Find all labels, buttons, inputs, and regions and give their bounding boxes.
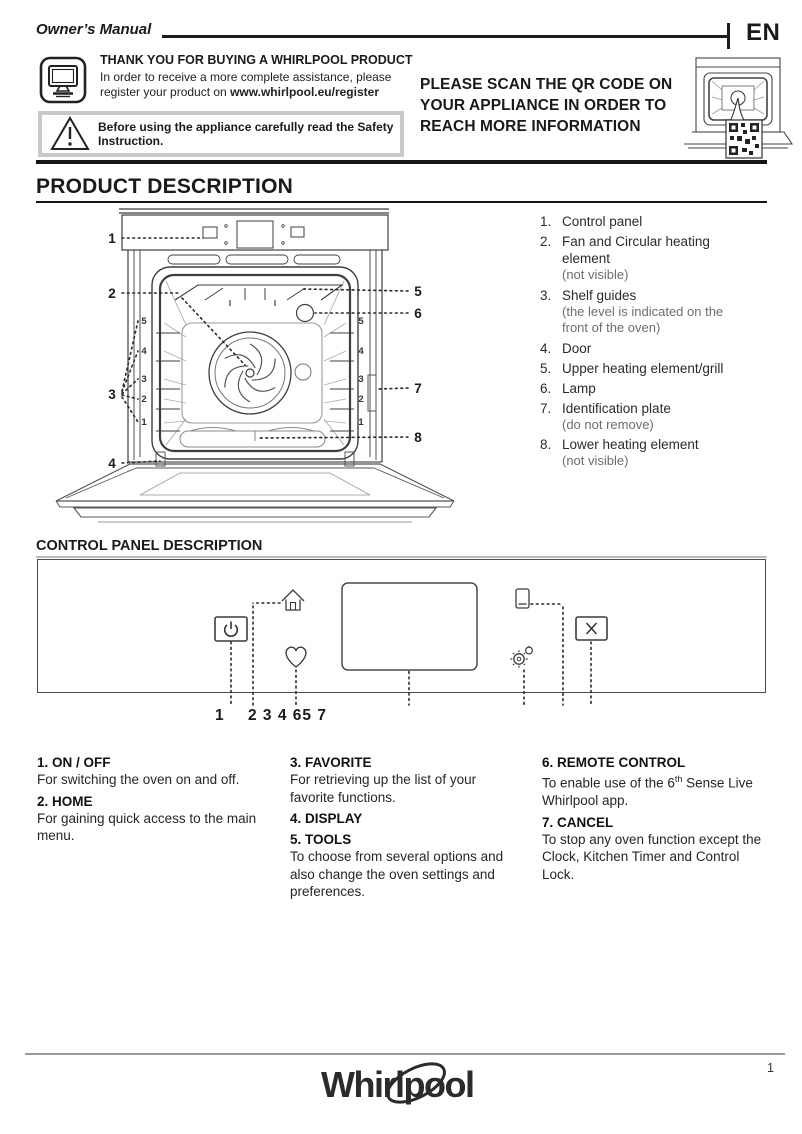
whirlpool-wordmark: Whirlpool xyxy=(321,1064,473,1105)
function-entry-home: 2. HOME For gaining quick access to the … xyxy=(37,793,257,844)
safety-warning-text: Before using the appliance carefully rea… xyxy=(98,119,394,149)
diagram-control-panel xyxy=(121,214,389,251)
cancel-x-icon xyxy=(585,622,598,635)
whirlpool-logo: Whirlpool xyxy=(321,1062,475,1105)
part-item-id-plate: 7. Identification plate (do not remove) xyxy=(540,400,671,432)
power-icon xyxy=(223,621,239,637)
functions-column-1: 1. ON / OFF For switching the oven on an… xyxy=(37,755,272,850)
svg-text:5: 5 xyxy=(141,316,147,327)
callout-4: 4 xyxy=(108,456,116,471)
diagram-grill xyxy=(174,284,344,306)
svg-text:2: 2 xyxy=(358,394,363,405)
callout-8: 8 xyxy=(414,430,422,445)
qr-notice-line3: REACH MORE INFORMATION xyxy=(420,118,641,135)
cancel-button xyxy=(575,616,608,641)
panel-leader-lines xyxy=(230,602,592,706)
oven-diagram: 5 4 3 2 1 5 4 3 2 1 1 2 3 4 5 xyxy=(55,208,455,523)
part-item-shelf-guides: 3. Shelf guides (the level is indicated … xyxy=(540,287,724,336)
svg-text:3: 3 xyxy=(358,374,363,385)
register-heading: THANK YOU FOR BUYING A WHIRLPOOL PRODUCT xyxy=(100,53,413,67)
footer-rule xyxy=(25,1053,785,1055)
callout-2: 2 xyxy=(108,286,116,301)
svg-text:3: 3 xyxy=(141,374,146,385)
control-panel-heading: CONTROL PANEL DESCRIPTION xyxy=(36,538,263,554)
panel-callouts-2-7: 2 3 4 65 7 xyxy=(248,707,327,724)
part-item-control-panel: 1. Control panel xyxy=(540,214,643,229)
qr-code xyxy=(725,119,763,159)
callout-3: 3 xyxy=(108,387,116,402)
computer-register-icon xyxy=(39,56,87,104)
diagram-lower-element xyxy=(179,427,326,448)
header-rule xyxy=(162,35,727,38)
display-rect xyxy=(341,582,478,671)
remote-phone-icon xyxy=(515,588,530,609)
part-item-door: 4. Door xyxy=(540,340,592,356)
diagram-id-plate xyxy=(367,374,377,412)
diagram-hinge-left xyxy=(155,451,166,467)
tools-gear-icon xyxy=(510,646,533,668)
whirlpool-swoosh xyxy=(386,1062,446,1104)
part-item-fan: 2. Fan and Circular heating element (not… xyxy=(540,234,710,282)
warning-triangle-icon xyxy=(50,116,90,150)
function-entry-on-off: 1. ON / OFF For switching the oven on an… xyxy=(37,755,240,787)
function-entry-display: 4. DISPLAY xyxy=(290,811,363,826)
language-badge: EN xyxy=(746,19,781,46)
control-panel-diagram xyxy=(214,582,608,706)
page-number: 1 xyxy=(767,1061,774,1075)
power-button xyxy=(214,616,248,642)
diagram-door xyxy=(55,461,455,523)
qr-notice-line1: PLEASE SCAN THE QR CODE ON xyxy=(420,76,673,93)
register-line2-text: register your product on xyxy=(100,85,231,99)
diagram-shelf-guides xyxy=(156,332,354,432)
function-entry-remote-control: 6. REMOTE CONTROL To enable use of the 6… xyxy=(542,755,753,808)
diagram-callouts: 1 2 3 4 5 6 7 8 xyxy=(108,231,422,471)
oven-qr-illustration xyxy=(684,57,794,159)
home-icon xyxy=(281,589,305,611)
callout-5: 5 xyxy=(414,284,422,299)
safety-warning-box: Before using the appliance carefully rea… xyxy=(38,111,404,157)
register-url: www.whirlpool.eu/register xyxy=(230,85,379,99)
function-entry-favorite: 3. FAVORITE For retrieving up the list o… xyxy=(290,755,477,805)
control-panel-rule xyxy=(36,556,767,558)
qr-notice-line2: YOUR APPLIANCE IN ORDER TO xyxy=(420,97,667,114)
functions-column-3: 6. REMOTE CONTROL To enable use of the 6… xyxy=(542,755,774,888)
function-entry-tools: 5. TOOLS To choose from several options … xyxy=(290,832,504,899)
header-tick xyxy=(727,23,730,49)
register-line2: register your product on www.whirlpool.e… xyxy=(100,85,379,99)
functions-column-2: 3. FAVORITE For retrieving up the list o… xyxy=(290,755,522,906)
diagram-fan xyxy=(208,331,292,415)
callout-7: 7 xyxy=(414,381,422,396)
diagram-hinge-right xyxy=(344,451,355,467)
function-entry-cancel: 7. CANCEL To stop any oven function exce… xyxy=(542,814,762,882)
svg-text:1: 1 xyxy=(141,417,147,428)
svg-text:2: 2 xyxy=(141,394,146,405)
part-item-upper-element: 5. Upper heating element/grill xyxy=(540,360,724,376)
product-description-rule xyxy=(36,201,767,203)
part-item-lower-element: 8. Lower heating element (not visible) xyxy=(540,437,699,468)
svg-text:1: 1 xyxy=(358,417,364,428)
shelf-level-numbers: 5 4 3 2 1 5 4 3 2 1 xyxy=(141,316,364,428)
favorite-heart-icon xyxy=(285,646,307,668)
callout-1: 1 xyxy=(108,231,116,246)
register-line1: In order to receive a more complete assi… xyxy=(100,70,392,84)
panel-callout-1: 1 xyxy=(215,707,224,724)
callout-6: 6 xyxy=(414,306,422,321)
section-divider xyxy=(36,160,767,164)
part-item-lamp: 6. Lamp xyxy=(540,380,596,396)
svg-text:4: 4 xyxy=(358,346,364,357)
diagram-leader-lines xyxy=(121,237,409,464)
svg-text:5: 5 xyxy=(358,316,364,327)
product-description-heading: PRODUCT DESCRIPTION xyxy=(36,175,293,198)
diagram-lamp xyxy=(295,303,315,323)
parts-list: 1. Control panel 2. Fan and Circular hea… xyxy=(540,213,772,473)
document-title: Owner’s Manual xyxy=(36,21,152,38)
svg-text:4: 4 xyxy=(141,346,147,357)
